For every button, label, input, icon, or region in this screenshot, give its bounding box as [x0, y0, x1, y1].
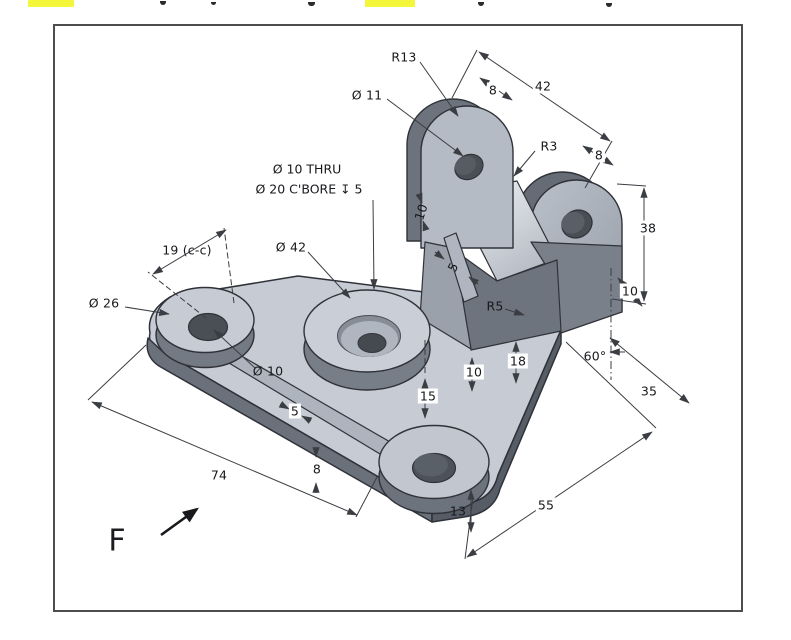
view-direction-arrow: [160, 507, 199, 537]
bottom-boss-hole-inner: [414, 453, 448, 477]
left-lug-hole-inner: [454, 156, 476, 176]
highlight-mark: [365, 0, 415, 7]
center-hole: [357, 333, 387, 353]
cropped-text-fragment: [606, 3, 612, 7]
right-lug-hole-inner: [561, 211, 585, 234]
cropped-text-fragment: [478, 2, 484, 6]
highlight-mark: [28, 0, 74, 7]
cropped-text-fragment: [160, 1, 166, 5]
part-geometry: [146, 98, 623, 523]
cropped-text-fragment: [211, 2, 216, 5]
dimension-lines: [87, 49, 690, 560]
cropped-text-fragment: [308, 2, 315, 6]
